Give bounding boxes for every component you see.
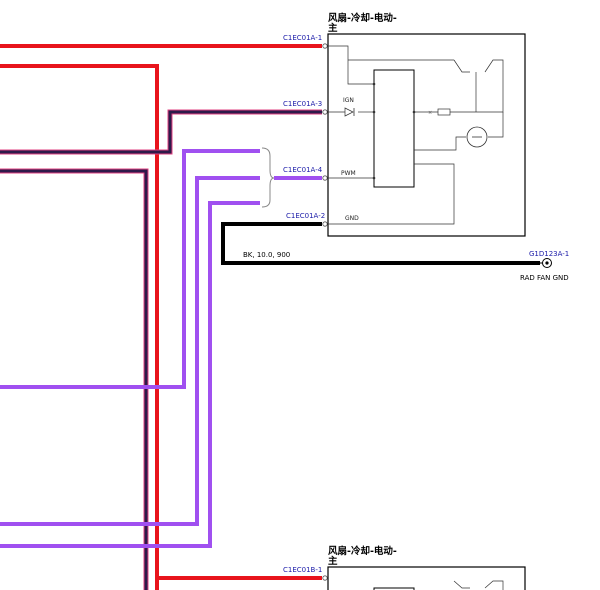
- black-wire-gnd[interactable]: [221, 222, 540, 265]
- trace-bottom-switch-right: [484, 580, 504, 590]
- fan-module-bottom: 风扇-冷却-电动- 主 C1EC01B-1: [283, 545, 526, 590]
- terminal-pin2[interactable]: [322, 221, 328, 227]
- violet-wires: [0, 147, 322, 548]
- ground-terminal-id: G1D123A-1: [529, 250, 569, 258]
- module-bottom-title-2: 主: [328, 555, 338, 567]
- trace-bottom-switch: [453, 580, 470, 589]
- pin-c1ec01b-1: C1EC01B-1: [283, 566, 322, 574]
- terminal-pin1[interactable]: [322, 43, 328, 49]
- module-top-title-1: 风扇-冷却-电动-: [328, 12, 397, 24]
- terminal-pin-b1[interactable]: [322, 575, 328, 581]
- resistor-icon: [437, 108, 451, 116]
- violet-wire-3[interactable]: [0, 201, 260, 548]
- resistor-marker-icon: ×: [428, 110, 432, 116]
- ground-wire: BK, 10.0, 900 G1D123A-1 RAD FAN GND: [221, 222, 569, 282]
- ground-wire-spec: BK, 10.0, 900: [243, 251, 290, 259]
- ground-terminal-dot: [545, 261, 549, 265]
- red-wire-main[interactable]: [0, 64, 159, 590]
- violet-wire-2[interactable]: [0, 176, 260, 526]
- trace-switch-left: [453, 59, 470, 73]
- dark-wire-pin3[interactable]: [0, 109, 322, 155]
- trace-motor-top: [488, 112, 504, 138]
- pin-c1ec01a-2: C1EC01A-2: [286, 212, 325, 220]
- violet-wire-1[interactable]: [0, 149, 260, 389]
- splice-bracket: [261, 147, 275, 208]
- label-ign: IGN: [343, 97, 354, 104]
- module-bottom-box[interactable]: [327, 566, 526, 590]
- dark-wire-pin3-core: [0, 110, 322, 154]
- ground-terminal[interactable]: [540, 258, 552, 268]
- module-bottom-title-1: 风扇-冷却-电动-: [328, 545, 397, 557]
- pin-c1ec01a-1: C1EC01A-1: [283, 34, 322, 42]
- trace-pin2: [328, 163, 455, 225]
- node-pin1: [372, 82, 376, 86]
- red-wires: [0, 44, 322, 590]
- module-top-title-2: 主: [328, 22, 338, 34]
- terminal-pin3[interactable]: [322, 109, 328, 115]
- controller-block-bottom: [373, 587, 415, 590]
- trace-motor-bottom: [414, 136, 466, 151]
- label-pwm: PWM: [341, 170, 356, 177]
- diode-triangle: [344, 107, 354, 117]
- controller-block[interactable]: [373, 69, 415, 188]
- label-gnd: GND: [345, 215, 359, 222]
- terminal-pin4[interactable]: [322, 175, 328, 181]
- trace-pin1: [328, 45, 374, 85]
- dark-wire-left-core: [0, 169, 148, 590]
- ground-terminal-label: RAD FAN GND: [520, 274, 569, 282]
- pin-c1ec01a-3: C1EC01A-3: [283, 100, 322, 108]
- trace-switch-right: [476, 59, 504, 113]
- module-top-box[interactable]: [327, 33, 526, 237]
- dark-violet-wires: [0, 109, 322, 590]
- node-out: [412, 110, 416, 114]
- fan-module-top: 风扇-冷却-电动- 主 C1EC01A-1 C1EC01A-3 C1EC01A-…: [283, 12, 526, 237]
- dark-wire-left[interactable]: [0, 168, 149, 590]
- pin-c1ec01a-4: C1EC01A-4: [283, 166, 323, 174]
- internal-traces: [328, 45, 504, 225]
- node-ign: [372, 110, 376, 114]
- diode-icon: [344, 107, 355, 117]
- node-pwm: [372, 176, 376, 180]
